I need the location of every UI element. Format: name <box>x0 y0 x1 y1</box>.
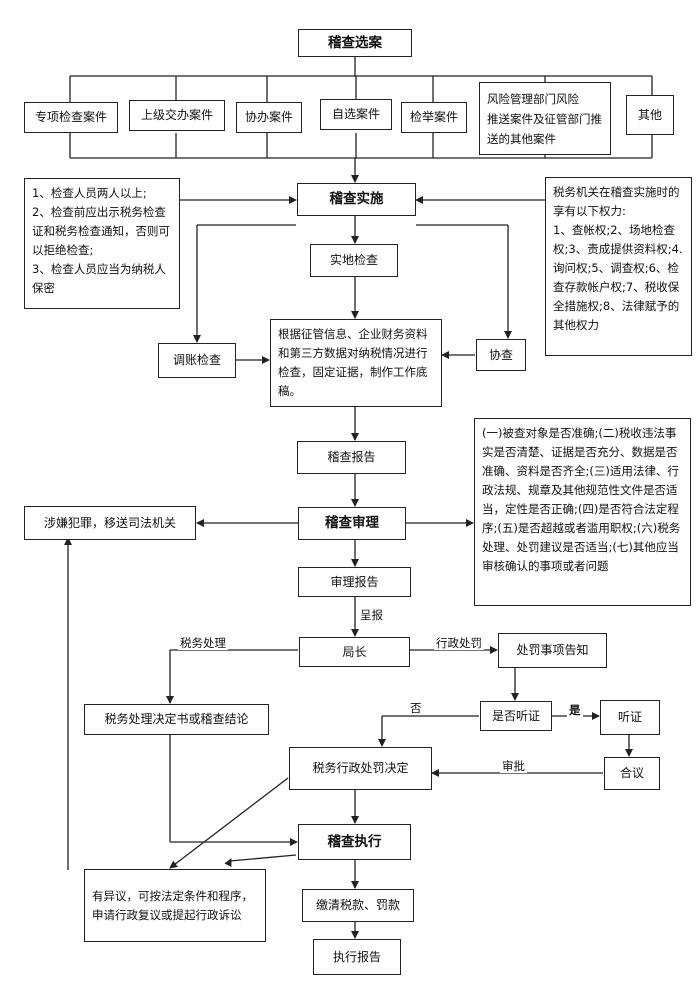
node-penalty-notice: 处罚事项告知 <box>498 633 607 668</box>
node-director: 局长 <box>299 637 410 667</box>
label-yes: 是 <box>567 703 583 717</box>
node-tax-decision: 税务处理决定书或稽查结论 <box>84 704 269 735</box>
node-execute: 稽查执行 <box>298 824 411 860</box>
node-check-report: 稽查报告 <box>297 441 406 474</box>
label-approve: 审批 <box>500 759 527 773</box>
node-council: 合议 <box>604 757 660 790</box>
node-hearing: 听证 <box>600 700 660 735</box>
node-review-report: 审理报告 <box>298 567 411 597</box>
node-account-check: 调账检查 <box>158 343 236 378</box>
node-exec-report: 执行报告 <box>313 939 401 975</box>
node-assist-check: 协查 <box>476 339 526 371</box>
label-no: 否 <box>408 701 424 715</box>
node-other-case: 其他 <box>626 95 674 135</box>
node-select-case: 稽查选案 <box>298 29 412 57</box>
node-tax-authority-powers-note: 税务机关在稽查实施时的享有以下权力: 1、查帐权;2、场地检查权;3、责成提供资… <box>545 177 692 356</box>
node-review: 稽查审理 <box>298 507 406 540</box>
node-field-check: 实地检查 <box>310 244 398 277</box>
node-inspector-rules-note: 1、检查人员两人以上; 2、检查前应出示税务检查证和税务检查通知，否则可以拒绝检… <box>24 178 180 309</box>
label-tax-handling: 税务处理 <box>178 636 228 650</box>
node-special-case: 专项检查案件 <box>24 102 118 133</box>
node-crime-transfer: 涉嫌犯罪，移送司法机关 <box>24 506 196 540</box>
label-submit: 呈报 <box>358 608 385 622</box>
node-penalty-decision: 税务行政处罚决定 <box>289 747 432 790</box>
node-risk-case: 风险管理部门风险 推送案件及征管部门推 送的其他案件 <box>479 82 611 155</box>
node-assist-case: 协办案件 <box>236 102 302 133</box>
node-report-case: 检举案件 <box>401 102 467 133</box>
node-self-select-case: 自选案件 <box>320 99 392 130</box>
node-review-criteria-note: (一)被查对象是否准确;(二)税收违法事实是否清楚、证据是否充分、数据是否准确、… <box>474 418 691 606</box>
node-hearing-question: 是否听证 <box>480 701 552 731</box>
label-admin-penalty: 行政处罚 <box>434 636 484 650</box>
node-main-check: 根据征管信息、企业财务资料和第三方数据对纳税情况进行检查，固定证据，制作工作底稿… <box>270 319 442 407</box>
node-pay-taxes: 缴清税款、罚款 <box>302 889 414 922</box>
node-superior-case: 上级交办案件 <box>129 100 225 131</box>
node-implement: 稽查实施 <box>297 183 416 216</box>
node-objection: 有异议，可按法定条件和程序，申请行政复议或提起行政诉讼 <box>84 869 266 942</box>
